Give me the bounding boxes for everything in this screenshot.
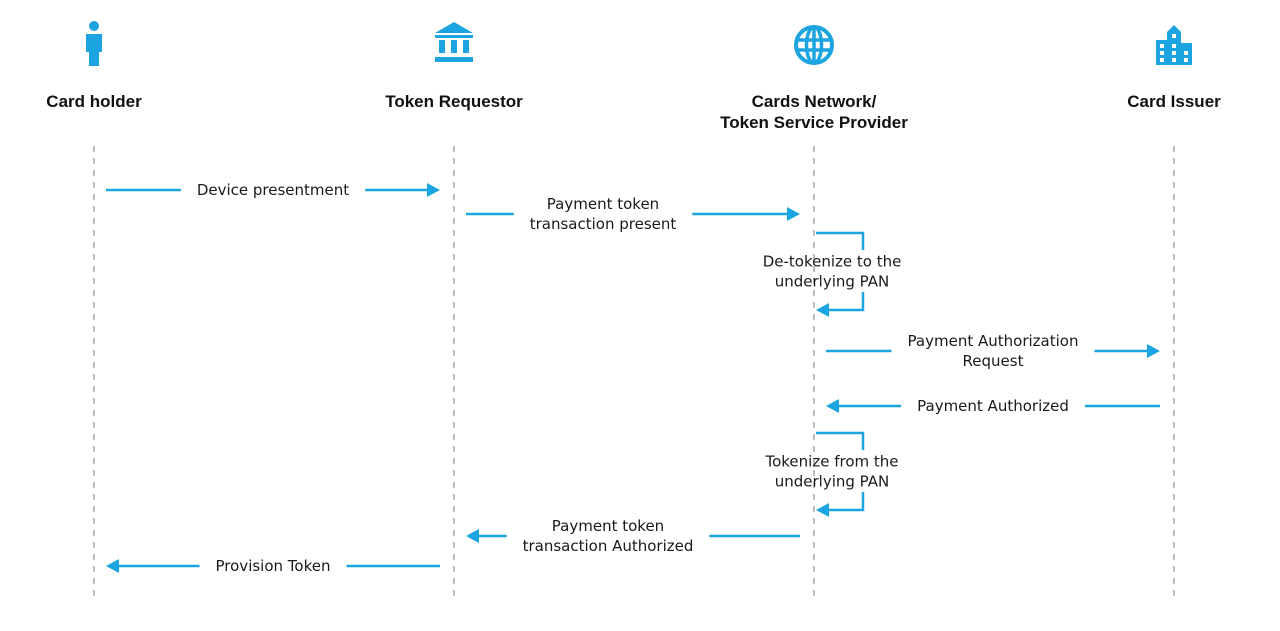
actor-cardholder: Card holder [46,21,142,111]
actors: Card holder Token Requestor Cards Network/… [46,21,1221,132]
self-call-line [816,431,865,450]
message-label: Payment token [547,195,659,213]
arrow-head-icon [427,183,440,197]
message-label: Tokenize from the [764,453,898,471]
message-1: Device presentment [106,181,440,199]
message-label: underlying PAN [775,273,890,291]
actor-requestor: Token Requestor [385,22,523,111]
message-label: underlying PAN [775,473,890,491]
actor-label: Card holder [46,92,142,111]
actor-label: Cards Network/ [752,92,877,111]
globe-icon [794,25,834,65]
lifelines [93,146,1175,598]
message-label: Request [963,352,1024,370]
arrow-head-icon [816,503,829,517]
message-label: Payment token [552,517,664,535]
arrow-head-icon [1147,344,1160,358]
arrow-head-icon [826,399,839,413]
message-label: transaction Authorized [523,537,694,555]
bank-icon [435,22,473,62]
message-6: Tokenize from the underlying PAN [764,431,899,517]
message-3: De-tokenize to the underlying PAN [763,231,902,317]
self-return-line [828,292,865,312]
arrow-head-icon [816,303,829,317]
actor-label: Token Service Provider [720,113,908,132]
message-label: De-tokenize to the [763,253,902,271]
self-call-line [816,231,865,250]
message-2: Payment token transaction present [466,195,800,233]
message-label: Payment Authorization [908,332,1079,350]
actor-label: Card Issuer [1127,92,1221,111]
arrow-head-icon [787,207,800,221]
message-label: Provision Token [216,557,331,575]
message-5: Payment Authorized [826,397,1160,415]
message-label: Payment Authorized [917,397,1069,415]
message-label: Device presentment [197,181,349,199]
arrow-head-icon [466,529,479,543]
arrow-head-icon [106,559,119,573]
message-label: transaction present [530,215,677,233]
actor-label: Token Requestor [385,92,523,111]
building-icon [1156,25,1192,65]
message-8: Provision Token [106,557,440,575]
person-icon [86,21,102,66]
actor-network: Cards Network/Token Service Provider [720,25,908,132]
message-7: Payment token transaction Authorized [466,517,800,555]
actor-issuer: Card Issuer [1127,25,1221,111]
self-return-line [828,492,865,512]
